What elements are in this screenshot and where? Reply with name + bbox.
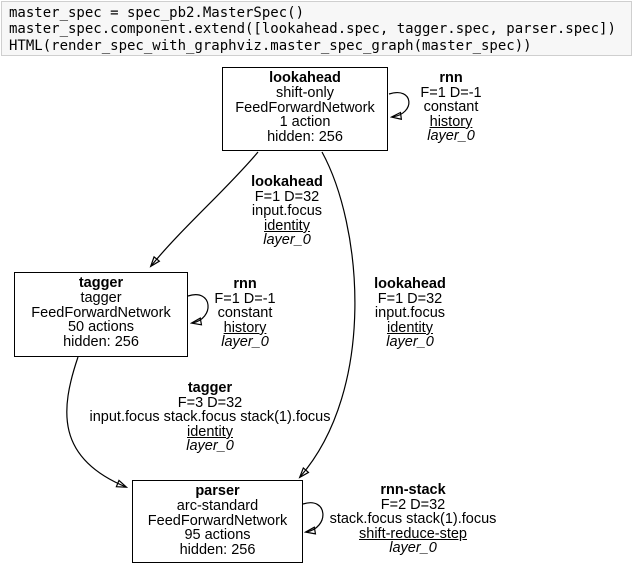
edge-lookahead-to-tagger (151, 151, 259, 266)
edge-label-dims: F=1 D=-1 (214, 290, 276, 307)
node-actions: 95 actions (184, 527, 251, 544)
edge-label-lookahead-parser: lookahead F=1 D=32 input.focus identity … (374, 277, 446, 350)
edge-label-source: identity (264, 217, 310, 234)
node-transition: shift-only (275, 84, 335, 101)
edge-label-layer: layer_0 (263, 232, 311, 249)
edge-parser-self-loop (302, 502, 324, 532)
edge-label-dims: F=1 D=-1 (420, 84, 482, 101)
edge-label-rnn-tagger: rnn F=1 D=-1 constant history layer_0 (214, 277, 275, 350)
node-title: parser (195, 483, 240, 499)
edge-label-features: input.focus (374, 305, 446, 322)
node-lookahead: lookahead shift-only FeedForwardNetwork … (222, 67, 388, 151)
edge-label-title: rnn-stack (380, 482, 446, 498)
node-tagger: tagger tagger FeedForwardNetwork 50 acti… (14, 272, 188, 357)
edge-label-features: input.focus (251, 203, 323, 220)
node-transition: arc-standard (176, 497, 259, 514)
node-network: FeedForwardNetwork (147, 512, 288, 529)
code-line: master_spec = spec_pb2.MasterSpec() (9, 5, 305, 21)
edge-label-layer: layer_0 (386, 334, 434, 351)
node-network: FeedForwardNetwork (31, 304, 171, 321)
edge-label-dims: F=3 D=32 (177, 394, 243, 411)
edge-label-title: rnn (233, 276, 257, 292)
node-title: tagger (78, 275, 124, 291)
edge-lookahead-self-loop (388, 91, 410, 117)
code-line: HTML(render_spec_with_graphviz.master_sp… (9, 37, 532, 54)
edge-label-source: identity (387, 319, 433, 336)
edge-label-features: constant (423, 99, 479, 116)
node-network: FeedForwardNetwork (235, 99, 375, 116)
node-actions: 1 action (279, 114, 331, 131)
edge-label-dims: F=1 D=32 (377, 290, 443, 307)
edge-label-layer: layer_0 (389, 540, 437, 557)
code-cell[interactable]: master_spec = spec_pb2.MasterSpec() mast… (1, 1, 632, 56)
edge-label-features: input.focus stack.focus stack(1).focus (89, 409, 331, 426)
edge-label-source: identity (187, 423, 233, 440)
edge-label-layer: layer_0 (221, 334, 269, 351)
edge-label-dims: F=1 D=32 (254, 188, 320, 205)
edge-label-source: history (223, 319, 267, 336)
edge-label-features: stack.focus stack(1).focus (329, 511, 497, 528)
edge-label-rnn-lookahead: rnn F=1 D=-1 constant history layer_0 (420, 71, 481, 144)
edge-label-features: constant (217, 305, 273, 322)
edge-label-title: lookahead (374, 276, 446, 292)
edge-label-lookahead-tagger: lookahead F=1 D=32 input.focus identity … (251, 175, 323, 248)
node-hidden: hidden: 256 (63, 334, 139, 351)
edge-label-title: rnn (439, 70, 463, 86)
edge-label-layer: layer_0 (186, 438, 234, 455)
edge-label-title: tagger (187, 380, 233, 396)
edge-label-rnn-stack-parser: rnn-stack F=2 D=32 stack.focus stack(1).… (330, 483, 497, 556)
node-hidden: hidden: 256 (179, 542, 256, 559)
edge-label-source: history (429, 113, 473, 130)
node-transition: tagger (80, 289, 122, 306)
edge-label-title: lookahead (251, 174, 323, 190)
edge-tagger-self-loop (187, 294, 209, 323)
edge-label-layer: layer_0 (427, 128, 475, 145)
edge-label-source: shift-reduce-step (359, 525, 467, 542)
code-line: master_spec.component.extend([lookahead.… (9, 21, 616, 38)
node-parser: parser arc-standard FeedForwardNetwork 9… (132, 480, 303, 563)
edge-label-tagger-parser: tagger F=3 D=32 input.focus stack.focus … (90, 381, 331, 454)
node-actions: 50 actions (67, 319, 135, 336)
node-hidden: hidden: 256 (267, 129, 343, 146)
node-title: lookahead (269, 70, 341, 86)
edge-label-dims: F=2 D=32 (380, 496, 446, 513)
